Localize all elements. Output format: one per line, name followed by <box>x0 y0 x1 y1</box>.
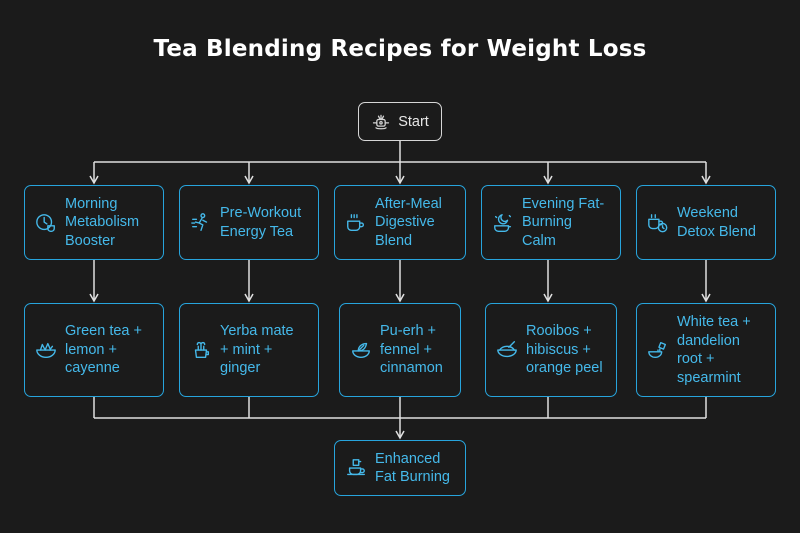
ingredients-text: Green tea + lemon + cayenne <box>65 323 142 377</box>
ingredients-node-3[interactable]: Pu-erh + fennel + cinnamon <box>339 303 461 397</box>
calendar-cup-icon <box>647 212 669 234</box>
recipe-node-after-meal[interactable]: After-Meal Digestive Blend <box>334 185 466 260</box>
recipe-name: After-Meal Digestive Blend <box>375 195 442 249</box>
soup-bowl-icon <box>496 339 518 361</box>
cup-stack-icon <box>345 457 367 479</box>
recipe-name: Morning Metabolism Booster <box>65 195 140 249</box>
diagram-title: Tea Blending Recipes for Weight Loss <box>153 36 647 62</box>
ingredients-text: Yerba mate + mint + ginger <box>220 323 294 377</box>
ingredients-node-1[interactable]: Green tea + lemon + cayenne <box>24 303 164 397</box>
ingredients-node-4[interactable]: Rooibos + hibiscus + orange peel <box>485 303 617 397</box>
start-label: Start <box>398 113 429 130</box>
end-label: Enhanced Fat Burning <box>375 450 450 486</box>
ingredients-text: Pu-erh + fennel + cinnamon <box>380 323 443 377</box>
leaf-bowl-icon <box>350 339 372 361</box>
night-cup-icon <box>492 212 514 234</box>
recipe-node-morning-metabolism[interactable]: Morning Metabolism Booster <box>24 185 164 260</box>
end-node[interactable]: Enhanced Fat Burning <box>334 440 466 496</box>
start-node[interactable]: Start <box>358 102 442 141</box>
clock-cup-icon <box>35 212 57 234</box>
salad-bowl-icon <box>35 339 57 361</box>
ingredients-node-2[interactable]: Yerba mate + mint + ginger <box>179 303 319 397</box>
recipe-node-pre-workout[interactable]: Pre-Workout Energy Tea <box>179 185 319 260</box>
recipe-name: Evening Fat- Burning Calm <box>522 195 605 249</box>
runner-icon <box>190 212 212 234</box>
recipe-node-weekend-detox[interactable]: Weekend Detox Blend <box>636 185 776 260</box>
steaming-cup-icon <box>345 212 367 234</box>
herb-cup-icon <box>190 339 212 361</box>
ingredients-text: Rooibos + hibiscus + orange peel <box>526 323 603 377</box>
recipe-name: Weekend Detox Blend <box>677 205 756 240</box>
pouring-bowl-icon <box>647 339 669 361</box>
process-gear-icon <box>371 112 391 132</box>
ingredients-text: White tea + dandelion root + spearmint <box>677 314 751 386</box>
recipe-name: Pre-Workout Energy Tea <box>220 205 302 240</box>
ingredients-node-5[interactable]: White tea + dandelion root + spearmint <box>636 303 776 397</box>
recipe-node-evening-fat-burning[interactable]: Evening Fat- Burning Calm <box>481 185 621 260</box>
